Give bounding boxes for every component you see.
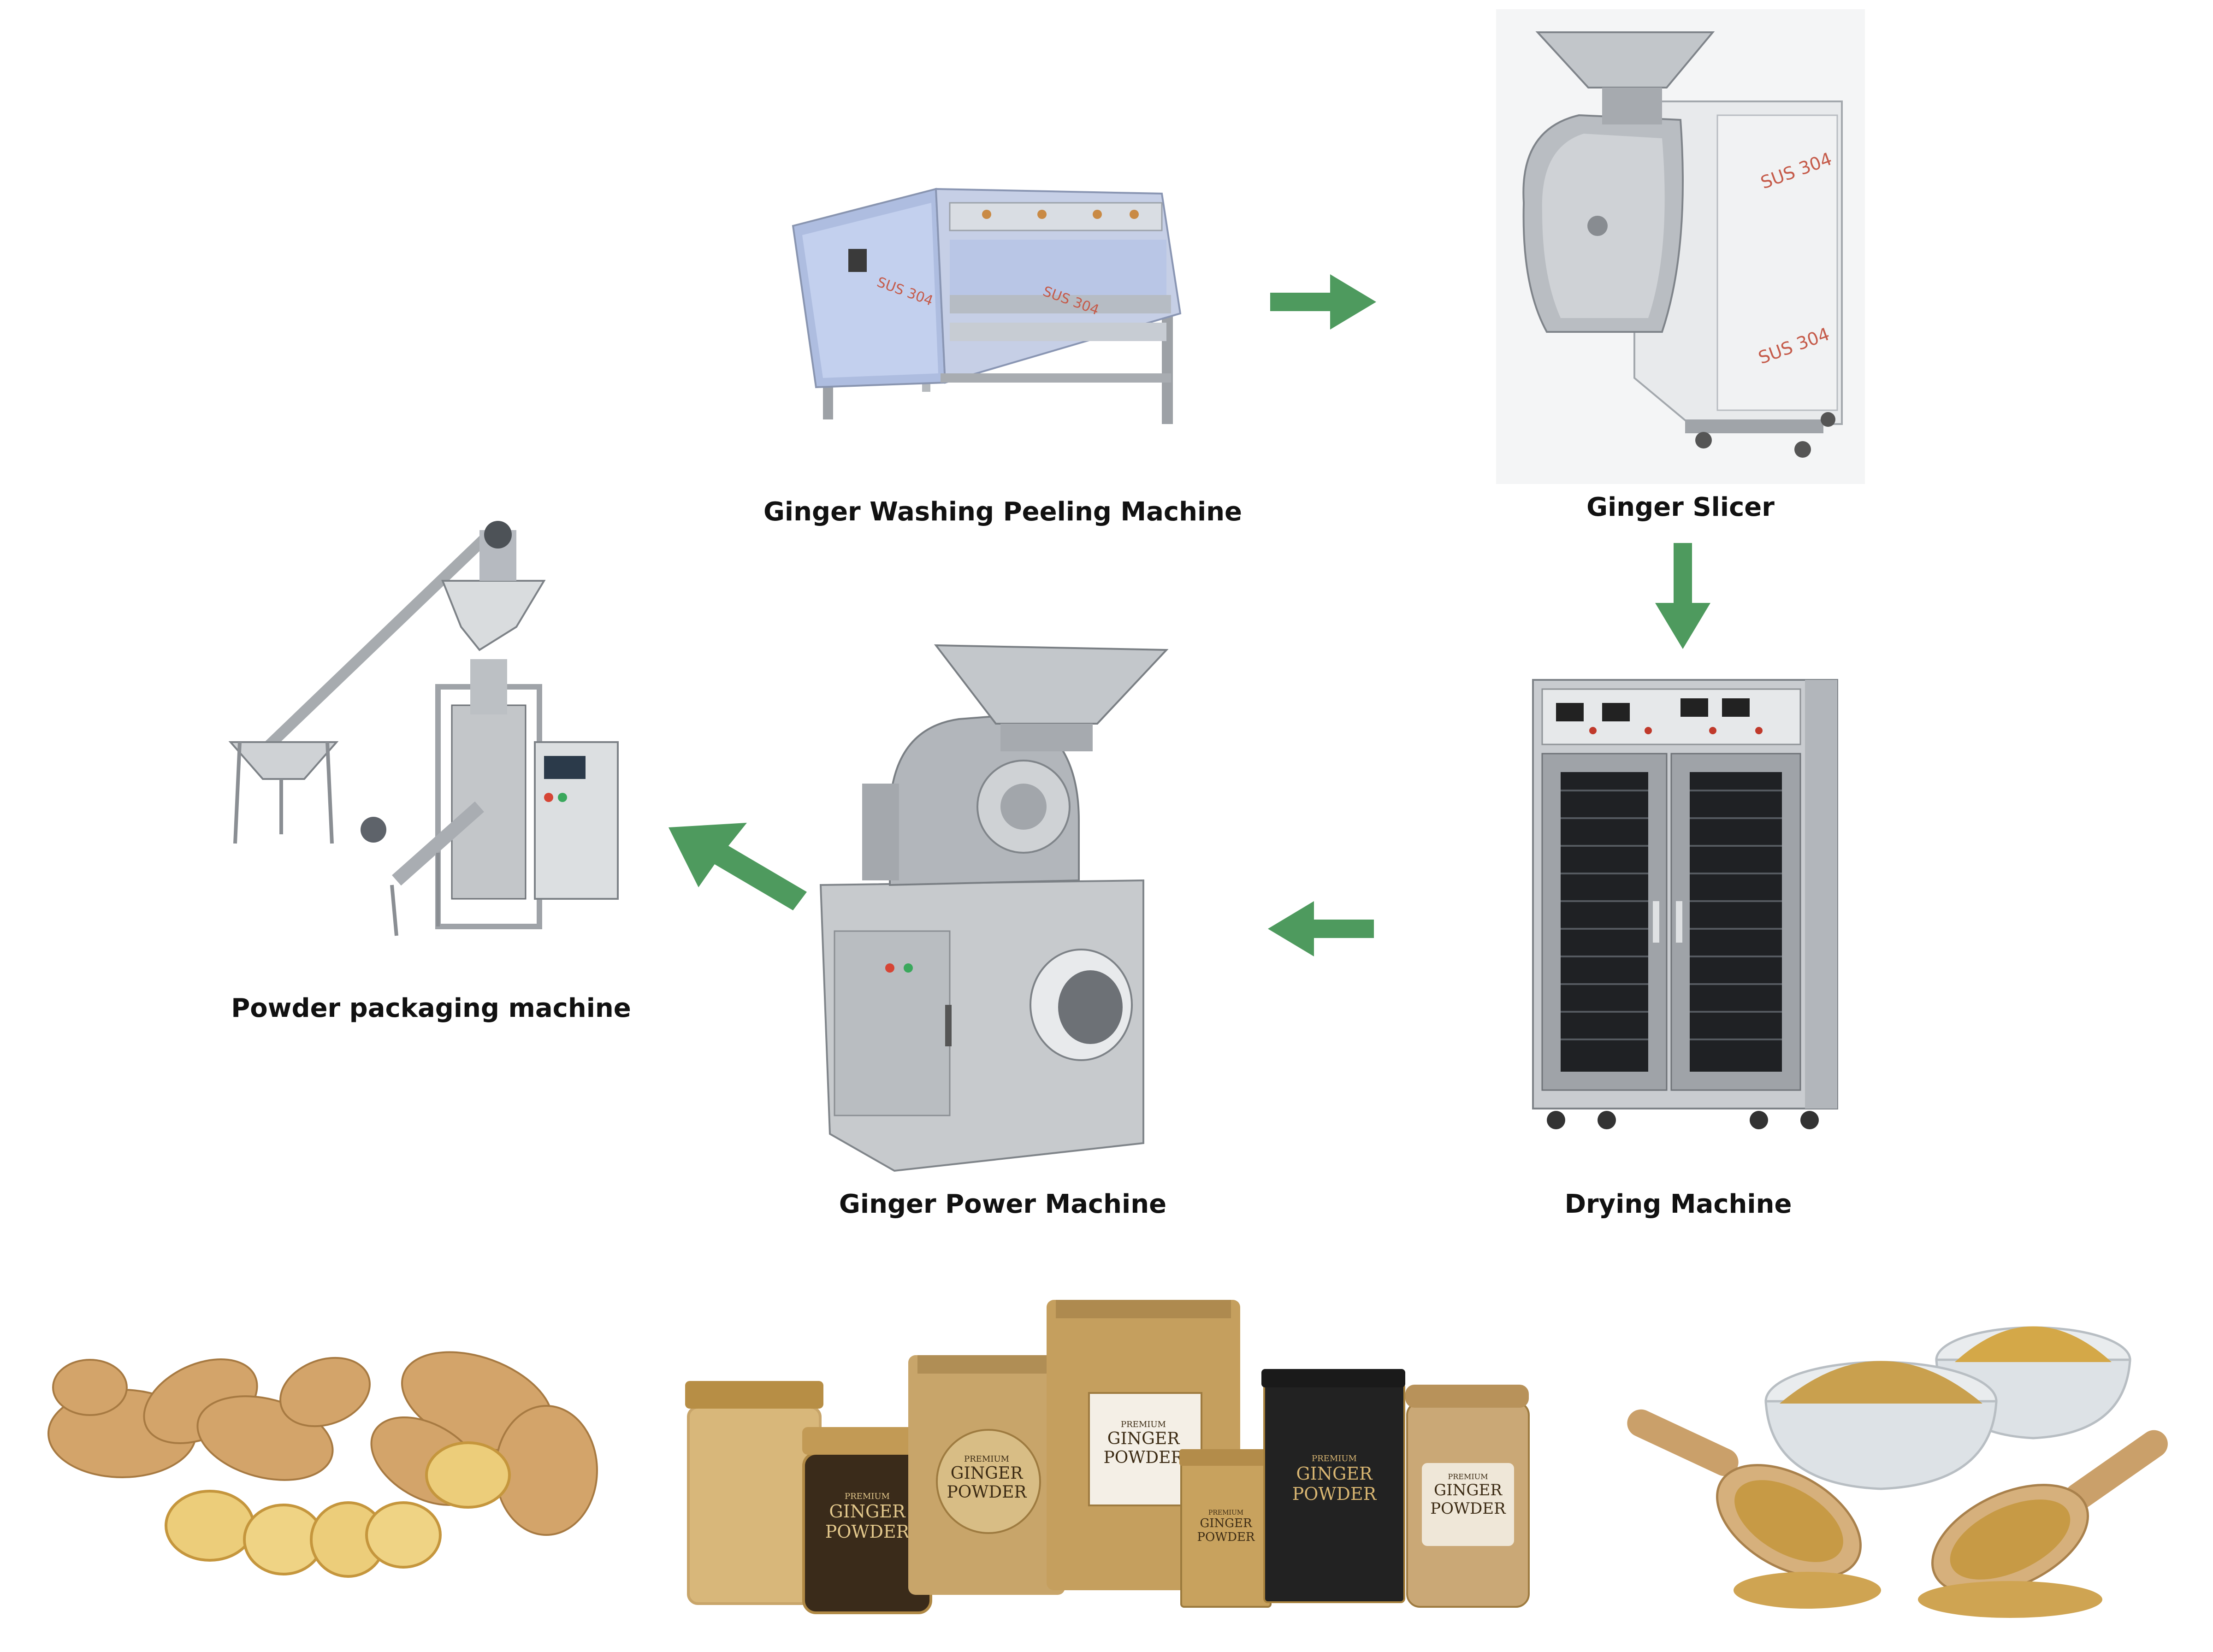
pouch1-line1: GINGER <box>950 1464 1023 1483</box>
label-powder-packaging-machine: Powder packaging machine <box>231 993 631 1023</box>
label-drying-machine: Drying Machine <box>1564 1189 1792 1219</box>
ginger-powder-machine-illustration <box>819 644 1169 1172</box>
packaged-products-group: PREMIUM GINGER POWDER PREMIUM GINGER POW… <box>678 1295 1535 1614</box>
arrow-right-icon <box>1270 274 1376 330</box>
tin-black-line2: POWDER <box>1292 1484 1377 1504</box>
canister-line1: GINGER <box>1434 1481 1502 1499</box>
pouch2-line2: POWDER <box>1103 1448 1183 1467</box>
jar-line2: POWDER <box>825 1522 910 1542</box>
tin-black-brand-tag: PREMIUM <box>1312 1454 1357 1463</box>
powder-packaging-machine-illustration <box>228 521 619 936</box>
tin-small-brand-tag: PREMIUM <box>1208 1509 1244 1516</box>
jar-line1: GINGER <box>829 1501 905 1522</box>
tin-black-line1: GINGER <box>1296 1463 1373 1484</box>
small-gold-tin: PREMIUM GINGER POWDER <box>1179 1449 1272 1608</box>
fresh-ginger-illustration <box>47 1351 598 1578</box>
tin-small-line1: GINGER <box>1200 1516 1252 1530</box>
jar-brand-tag: PREMIUM <box>845 1492 890 1501</box>
gold-pouch-small: PREMIUM GINGER POWDER <box>908 1355 1065 1595</box>
pouch1-brand-tag: PREMIUM <box>964 1454 1009 1464</box>
arrow-up-left-icon <box>669 823 807 910</box>
pouch2-brand-tag: PREMIUM <box>1121 1420 1166 1429</box>
canister-brand-tag: PREMIUM <box>1448 1472 1488 1481</box>
canister-line2: POWDER <box>1430 1499 1506 1518</box>
gold-canister: PREMIUM GINGER POWDER <box>1405 1385 1530 1608</box>
pouch2-line1: GINGER <box>1107 1429 1180 1448</box>
black-tin: PREMIUM GINGER POWDER <box>1261 1369 1405 1603</box>
label-ginger-slicer: Ginger Slicer <box>1586 492 1775 522</box>
label-ginger-powder-machine: Ginger Power Machine <box>839 1189 1167 1219</box>
arrow-down-icon <box>1655 543 1710 649</box>
drying-machine-illustration <box>1532 679 1838 1129</box>
washing-peeling-machine-illustration: SUS 304 SUS 304 <box>792 188 1182 424</box>
arrow-left-icon <box>1268 901 1374 956</box>
label-washing-peeling-machine: Ginger Washing Peeling Machine <box>763 497 1243 527</box>
pouch1-line2: POWDER <box>947 1483 1027 1502</box>
tin-small-line2: POWDER <box>1197 1530 1255 1544</box>
ginger-powder-bowls-illustration <box>1627 1326 2168 1618</box>
glass-jar <box>685 1381 823 1605</box>
ginger-slicer-illustration: SUS 304 SUS 304 <box>1496 9 1865 484</box>
